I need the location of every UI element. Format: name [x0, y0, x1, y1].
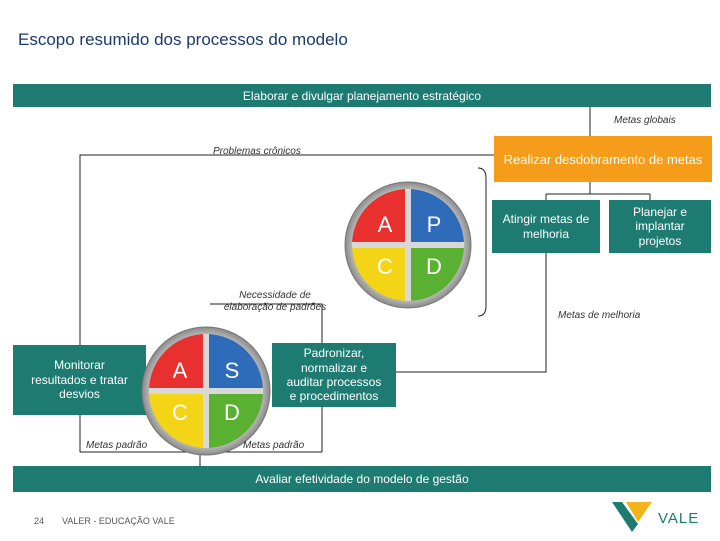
sdca-wheel: A S C D: [141, 326, 271, 456]
footer-page-number: 24: [34, 516, 45, 526]
bottom-bar-avaliar: Avaliar efetividade do modelo de gestão: [13, 466, 711, 492]
label-metas-padrao-right: Metas padrão: [243, 440, 305, 451]
pdca-letter-p: P: [427, 212, 442, 237]
monitorar-line1: Monitorar: [54, 358, 105, 373]
label-necessidade-padroes: Necessidade de elaboração de padrões: [210, 290, 340, 314]
vale-logo: VALE: [608, 496, 712, 536]
atingir-line2: melhoria: [522, 226, 570, 241]
planejar-line1: Planejar e: [632, 204, 688, 219]
pdca-quadrant-p: [408, 189, 464, 245]
sdca-quadrant-a: [149, 334, 206, 391]
vale-logo-icon: [612, 502, 652, 532]
monitorar-line2: resultados e tratar: [31, 372, 128, 387]
sdca-letter-c: C: [172, 400, 188, 425]
box-monitorar-resultados: Monitorar resultados e tratar desvios: [13, 345, 146, 415]
pdca-letter-a: A: [378, 212, 393, 237]
label-metas-padrao-left: Metas padrão: [86, 440, 148, 451]
pdca-quadrant-c: [352, 245, 408, 301]
label-metas-globais: Metas globais: [614, 115, 676, 126]
atingir-line1: Atingir metas de: [502, 212, 590, 227]
sdca-letter-a: A: [173, 358, 188, 383]
top-bar-planejamento: Elaborar e divulgar planejamento estraté…: [13, 84, 711, 107]
pdca-letter-d: D: [426, 254, 442, 279]
padronizar-line3: auditar processos: [286, 375, 382, 389]
label-metas-melhoria: Metas de melhoria: [558, 310, 641, 321]
vale-logo-text: VALE: [658, 510, 700, 527]
sdca-quadrant-c: [149, 391, 206, 448]
pdca-letter-c: C: [377, 254, 393, 279]
necessidade-line2: elaboração de padrões: [223, 302, 327, 313]
sdca-quadrant-d: [206, 391, 263, 448]
padronizar-line4: e procedimentos: [289, 389, 379, 404]
pdca-quadrant-a: [352, 189, 408, 245]
footer-text: VALER - EDUCAÇÃO VALE: [62, 516, 175, 526]
planejar-line3: projetos: [638, 233, 682, 248]
padronizar-line2: normalizar e: [300, 360, 368, 375]
box-atingir-metas: Atingir metas de melhoria: [492, 200, 600, 253]
monitorar-line3: desvios: [59, 387, 100, 402]
page-title: Escopo resumido dos processos do modelo: [18, 30, 348, 49]
pdca-wheel: A P C D: [344, 181, 472, 309]
box-desdobramento-metas: Realizar desdobramento de metas: [494, 136, 712, 182]
necessidade-line1: Necessidade de: [239, 290, 311, 301]
box-padronizar-processos: Padronizar, normalizar e auditar process…: [272, 343, 396, 407]
label-problemas-cronicos: Problemas crônicos: [213, 146, 301, 157]
planejar-line2: implantar: [635, 219, 685, 234]
sdca-quadrant-s: [206, 334, 263, 391]
padronizar-line1: Padronizar,: [303, 346, 365, 361]
sdca-letter-s: S: [225, 358, 240, 383]
pdca-quadrant-d: [408, 245, 464, 301]
box-planejar-projetos: Planejar e implantar projetos: [609, 200, 711, 253]
sdca-letter-d: D: [224, 400, 240, 425]
